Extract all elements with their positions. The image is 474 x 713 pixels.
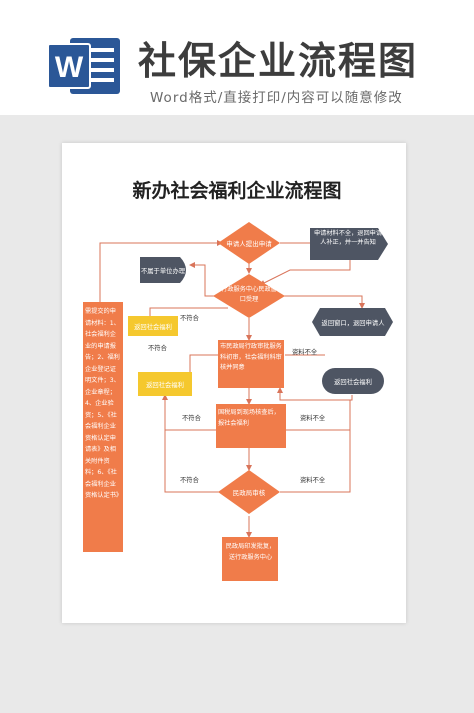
return-window-text: 返回窗口，退回申请人 [322, 318, 386, 327]
start-label: 申请人提出申请 [226, 239, 272, 248]
window-accept-diamond [213, 274, 285, 318]
not-belong-box [140, 257, 186, 283]
label-not-ok-4: 不符合 [180, 475, 200, 484]
word-document-icon: W [47, 38, 120, 94]
label-not-ok-3: 不符合 [182, 413, 202, 422]
incomplete-notice-text: 申请材料不全，退回申请人补正，并一并告知 [313, 230, 383, 246]
final-box [222, 537, 278, 581]
not-belong-text: 不属于单位办理 [141, 266, 186, 275]
label-incomplete-3: 资料不全 [300, 475, 326, 484]
banner-subtitle: Word格式/直接打印/内容可以随意修改 [150, 90, 403, 106]
banner-title: 社保企业流程图 [138, 39, 419, 83]
return-materials-text-2: 返回社会福利 [146, 380, 184, 389]
connectors [99, 240, 365, 538]
logo-letter: W [55, 51, 84, 84]
final-text: 民政局印发批复，送行政服务中心 [225, 543, 276, 561]
incomplete-notice-box [310, 228, 388, 260]
return-materials-text-1: 返回社会福利 [134, 322, 172, 331]
return-window-box [312, 308, 393, 336]
start-diamond [218, 222, 280, 264]
return-materials-box-1 [128, 316, 178, 336]
left-note-box [83, 302, 123, 552]
center-check-text: 市民政局行政审批服务科初审，社会福利科审核并同意 [220, 343, 282, 371]
mid-review-text: 国税局到现场核查后，报社会福利 [218, 409, 280, 427]
label-incomplete-1: 资料不全 [292, 347, 318, 356]
decision-diamond [218, 470, 280, 514]
mid-review-box [216, 404, 286, 448]
center-check-box [218, 340, 284, 388]
return-materials-box-3 [322, 368, 384, 394]
left-note-text: 需提交的申请材料：1、社会福利企业的申请报告；2、福利企业登记证明文件；3、企业… [85, 308, 122, 499]
label-incomplete-2: 资料不全 [300, 413, 326, 422]
return-materials-box-2 [138, 372, 192, 396]
document-title: 新办社会福利企业流程图 [132, 180, 342, 202]
window-accept-text: 行政服务中心民政窗口受理 [221, 286, 277, 303]
label-not-ok-2: 不符合 [148, 343, 168, 352]
return-materials-text-3: 返回社会福利 [334, 377, 372, 386]
banner: W 社保企业流程图 Word格式/直接打印/内容可以随意修改 [0, 0, 474, 115]
decision-text: 民政局审核 [233, 488, 266, 497]
label-not-ok-1: 不符合 [180, 313, 200, 322]
